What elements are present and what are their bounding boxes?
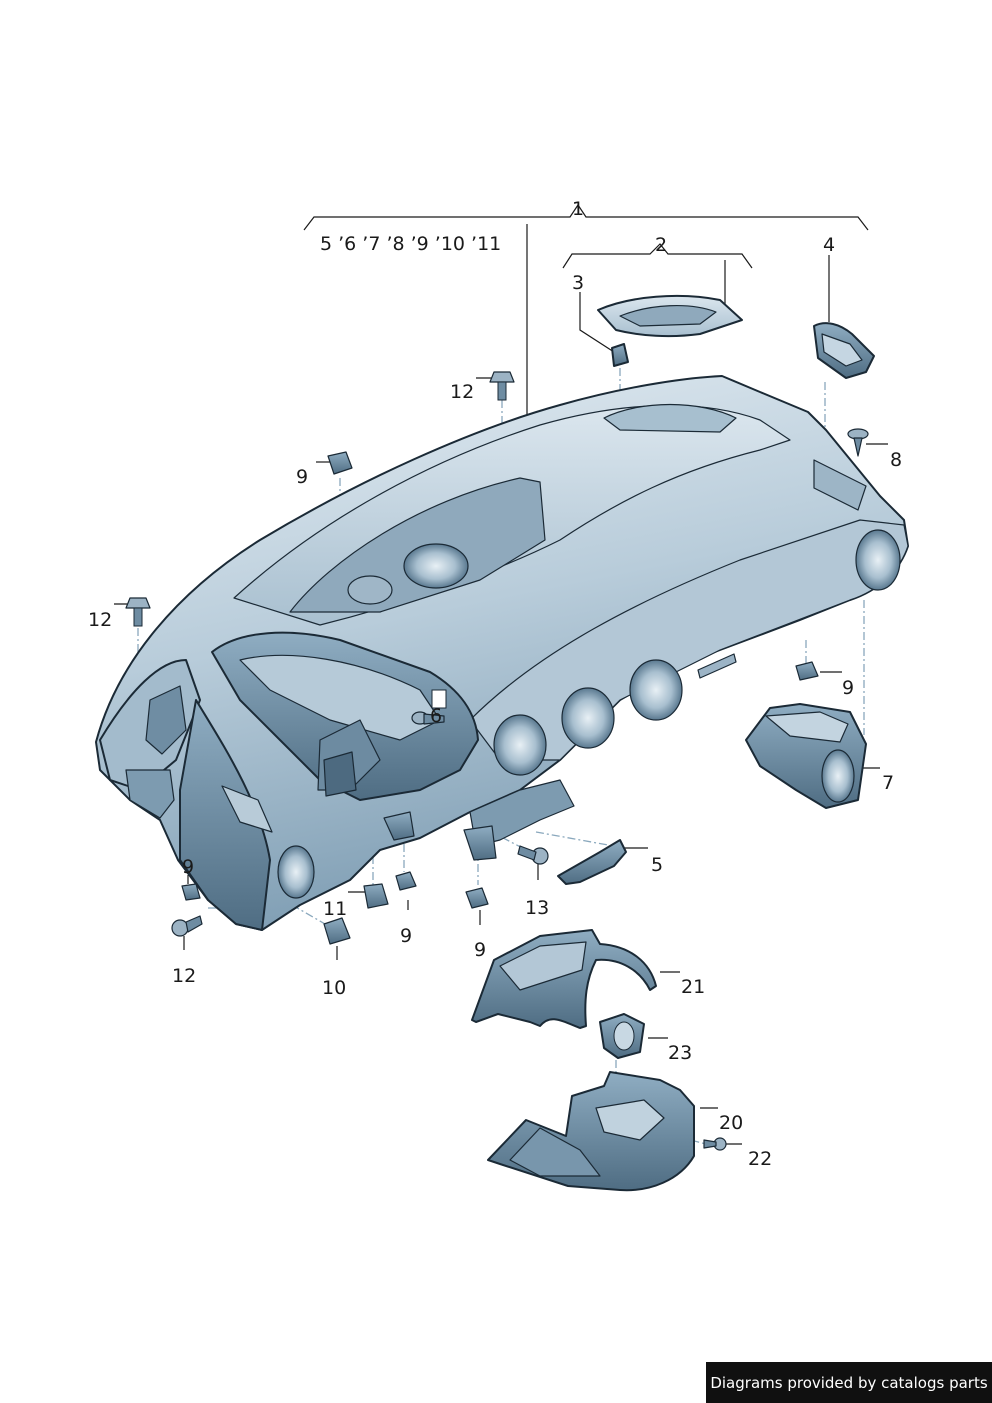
bolt-13: [517, 845, 549, 865]
nut-9-mid: [395, 871, 417, 891]
callout-7: 7: [882, 772, 894, 794]
nut-9-top: [327, 451, 353, 475]
callout-4: 4: [823, 234, 835, 256]
bolt-12-left: [125, 597, 151, 627]
part-23-ring: [599, 1013, 645, 1059]
nut-9-right: [795, 661, 819, 681]
callout-9-right: 9: [842, 677, 854, 699]
screw-8: [847, 428, 869, 457]
callout-1-group: 5 ’6 ’7 ’8 ’9 ’10 ’11: [320, 233, 501, 255]
callout-labels: 1 5 ’6 ’7 ’8 ’9 ’10 ’11 2 3 4 8 12 9 12 …: [88, 198, 902, 1170]
callout-9-mid: 9: [400, 925, 412, 947]
callout-21: 21: [681, 976, 705, 998]
callout-12-left: 12: [88, 609, 112, 631]
dashboard-panel: [95, 375, 909, 931]
callout-12-bottom: 12: [172, 965, 196, 987]
part-5-bracket: [557, 839, 627, 885]
callout-9-top: 9: [296, 466, 308, 488]
clip-10: [323, 917, 351, 945]
bolt-12-bottom: [171, 915, 203, 937]
bolt-12-top: [489, 371, 515, 401]
callout-10: 10: [322, 977, 346, 999]
callout-3: 3: [572, 272, 584, 294]
clip-11: [363, 883, 389, 909]
credit-footer[interactable]: Diagrams provided by catalogs parts: [706, 1362, 992, 1403]
part-4-grille: [813, 322, 875, 379]
callout-11: 11: [323, 898, 347, 920]
callout-2: 2: [655, 234, 667, 256]
callout-20: 20: [719, 1112, 743, 1134]
callout-12-top: 12: [450, 381, 474, 403]
callout-9-lower: 9: [474, 939, 486, 961]
callout-8: 8: [890, 449, 902, 471]
callout-13: 13: [525, 897, 549, 919]
part-2-cover: [597, 294, 743, 338]
callout-22: 22: [748, 1148, 772, 1170]
part-20-shroud-lower: [487, 1071, 695, 1192]
part-21-shroud-upper: [471, 929, 657, 1029]
callout-1: 1: [572, 198, 584, 220]
callout-23: 23: [668, 1042, 692, 1064]
callout-9-left: 9: [182, 856, 194, 878]
screw-6: [411, 711, 445, 725]
part-3-clip: [611, 343, 629, 367]
bracket-1: [303, 203, 869, 420]
callout-5: 5: [651, 854, 663, 876]
nut-9-left: [181, 883, 201, 901]
part-7-vent-housing: [745, 703, 867, 809]
callout-6: 6: [430, 705, 442, 727]
nut-9-lower: [465, 887, 489, 909]
screw-22: [703, 1137, 727, 1151]
bracket-small: [383, 811, 497, 861]
credit-text: Diagrams provided by catalogs parts: [710, 1373, 988, 1392]
